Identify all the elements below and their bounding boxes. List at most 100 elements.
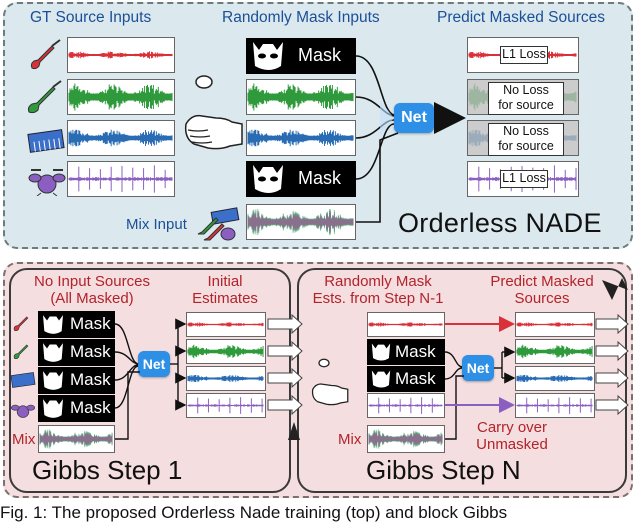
gt-track-guitar (67, 37, 175, 73)
no-loss-label: No Loss for source (488, 82, 564, 115)
no-input-line1: No Input Sources (34, 273, 150, 290)
mix-track-step1 (38, 425, 115, 453)
mix-input-track (246, 204, 356, 240)
mask-box: Mask (246, 161, 356, 197)
gt-track-bass (67, 79, 175, 115)
waveform (187, 397, 264, 414)
waveform (68, 51, 173, 59)
mask-box: Mask (246, 38, 356, 74)
gt-track-drums (67, 161, 175, 197)
stepn-output-keys (515, 366, 595, 391)
waveform (247, 210, 354, 234)
net-block: Net (394, 103, 434, 133)
mask-box: Mask (367, 339, 445, 365)
mix-instruments-icon (196, 204, 242, 244)
stepn-output-bass (515, 339, 595, 364)
keyboard-icon (27, 126, 65, 156)
orderless-nade-title: Orderless NADE (398, 208, 602, 238)
waveform (187, 374, 264, 383)
waveform (247, 208, 354, 236)
bass-icon (26, 80, 64, 116)
predict-line2: Sources (514, 290, 570, 307)
guitar-icon (28, 38, 64, 74)
batman-mask-icon (253, 165, 283, 193)
l1-loss-label: L1 Loss (500, 46, 548, 64)
coin-flip-hand-icon (178, 74, 246, 154)
no-input-line2: (All Masked) (50, 290, 134, 307)
mask-box: Mask (367, 366, 445, 392)
gt-track-keys (67, 120, 175, 156)
waveform (516, 397, 593, 414)
mask-label: Mask (70, 398, 111, 417)
mask-label: Mask (298, 168, 342, 188)
waveform (247, 83, 354, 111)
waveform (39, 432, 113, 446)
waveform (39, 430, 113, 448)
waveform (368, 429, 443, 449)
l1-loss-label: L1 Loss (500, 170, 548, 188)
gt-source-inputs-header: GT Source Inputs (30, 9, 152, 26)
figure-caption: Fig. 1: The proposed Orderless Nade trai… (0, 503, 508, 522)
initial-line2: Estimates (192, 290, 258, 307)
mask-box: Mask (38, 367, 115, 394)
drums-icon (10, 398, 36, 420)
mask-label: Mask (70, 370, 111, 389)
waveform (187, 322, 264, 327)
mask-box: Mask (38, 395, 115, 422)
initial-estimate-drums (186, 393, 266, 418)
batman-mask-icon (371, 343, 391, 361)
waveform (247, 129, 354, 147)
guitar-icon (10, 312, 36, 334)
mask-box: Mask (38, 311, 115, 338)
predict-masked-sources-header-bottom: Predict Masked Sources (486, 273, 598, 307)
initial-estimate-guitar (186, 312, 266, 337)
waveform (247, 214, 354, 230)
initial-estimate-keys (186, 366, 266, 391)
waveform (368, 322, 443, 327)
rand-mask-line1: Randomly Mask (324, 273, 432, 290)
bass-icon (10, 340, 36, 362)
net-block-step1: Net (138, 351, 170, 377)
waveform (516, 344, 593, 359)
waveform (368, 433, 443, 445)
randomly-mask-estimates-header: Randomly Mask Ests. from Step N-1 (305, 273, 451, 307)
mix-label: Mix (12, 431, 36, 448)
stepn-input-drums (367, 393, 445, 418)
hand-icon (304, 358, 354, 408)
initial-line1: Initial (207, 273, 243, 290)
batman-mask-icon (43, 399, 63, 418)
stepn-output-guitar (515, 312, 595, 337)
no-loss-label: No Loss for source (488, 123, 564, 156)
mix-input-label: Mix Input (126, 216, 187, 233)
stepn-input-guitar (367, 312, 445, 337)
waveform (68, 83, 173, 111)
predicted-guitar-track (467, 37, 579, 73)
keyboard-icon (10, 370, 36, 390)
masked-input-bass (246, 79, 356, 115)
carry-over-unmasked-label: Carry over Unmasked (466, 419, 558, 453)
mask-label: Mask (395, 342, 436, 361)
no-loss-line1: No Loss (503, 124, 549, 138)
initial-estimates-header: Initial Estimates (184, 273, 266, 307)
waveform (247, 212, 354, 232)
rand-mask-line2: Ests. from Step N-1 (312, 290, 444, 307)
no-loss-line2: for source (498, 98, 554, 112)
masked-input-keys (246, 120, 356, 156)
mask-box: Mask (38, 339, 115, 366)
randomly-mask-inputs-header: Randomly Mask Inputs (222, 9, 380, 26)
mask-label: Mask (70, 314, 111, 333)
mask-label: Mask (395, 369, 436, 388)
waveform (68, 165, 173, 193)
no-input-sources-header: No Input Sources (All Masked) (12, 273, 172, 307)
carry-line2: Unmasked (476, 436, 548, 453)
initial-estimate-bass (186, 339, 266, 364)
waveform (368, 432, 443, 446)
predict-line1: Predict Masked (490, 273, 594, 290)
carry-line1: Carry over (476, 419, 547, 436)
drums-icon (27, 164, 67, 197)
mix-track-stepn (367, 425, 445, 453)
mix-label-stepn: Mix (338, 431, 362, 448)
mask-label: Mask (70, 342, 111, 361)
waveform (187, 344, 264, 359)
